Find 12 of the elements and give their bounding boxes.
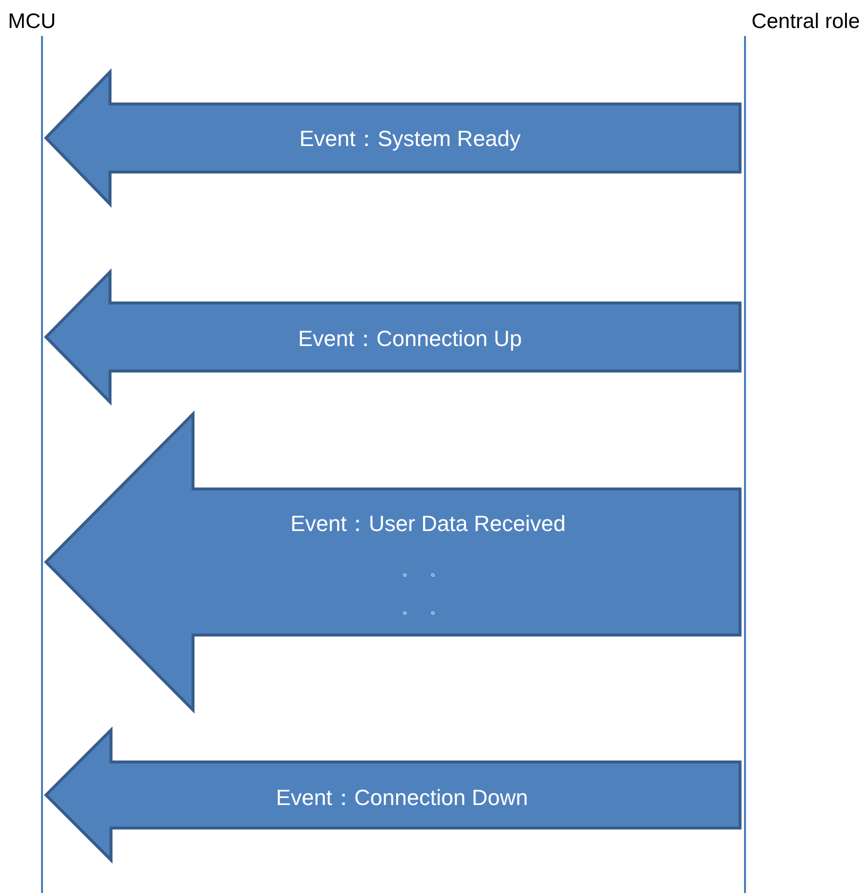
edge-label: Event：Connection Up xyxy=(298,325,522,353)
ellipsis-mark: 。。 xyxy=(402,600,458,618)
lifeline-label: Central role xyxy=(751,10,860,34)
block-arrow xyxy=(44,410,742,714)
edge-label: Event：Connection Down xyxy=(276,784,528,812)
ellipsis-mark: 。。 xyxy=(402,562,458,580)
edge-label: Event：User Data Received xyxy=(290,510,566,538)
block-arrow xyxy=(44,68,742,208)
block-arrow xyxy=(44,268,742,406)
lifeline-label: MCU xyxy=(8,10,56,34)
block-arrow xyxy=(44,726,742,864)
edge-label: Event：System Ready xyxy=(299,125,521,153)
